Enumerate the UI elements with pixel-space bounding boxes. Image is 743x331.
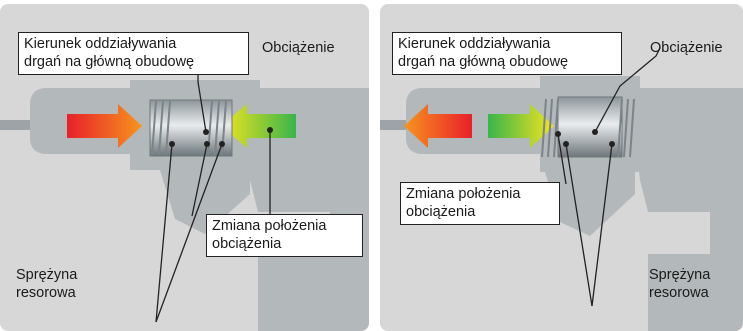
position-change-label-line-2: obciążenia: [406, 204, 476, 220]
vibration-direction-arrow: [404, 104, 472, 148]
spring-label-line-2: resorowa: [16, 285, 76, 301]
spring-coils: [541, 98, 635, 158]
position-change-label-box: Zmiana położenia obciążenia: [400, 182, 560, 225]
vibration-direction-arrow: [67, 104, 142, 148]
spring-label: Sprężyna resorowa: [16, 266, 77, 302]
load-position-arrow: [488, 104, 554, 148]
spring-label: Sprężyna resorowa: [649, 266, 710, 302]
vibration-direction-label-line-2: drgań na główną obudowę: [24, 54, 195, 70]
vibration-direction-label-line-1: Kierunek oddziaływania: [24, 36, 177, 52]
position-change-label-line-1: Zmiana położenia: [212, 218, 327, 234]
position-change-label-line-2: obciążenia: [212, 236, 282, 252]
leader-lines: [557, 47, 661, 307]
vibration-direction-label-box: Kierunek oddziaływania drgań na główną o…: [392, 32, 622, 75]
vibration-direction-label-line-1: Kierunek oddziaływania: [398, 36, 551, 52]
load-position-arrow: [221, 104, 296, 148]
vibration-direction-label-box: Kierunek oddziaływania drgań na główną o…: [18, 32, 249, 75]
left-diagram-panel: Kierunek oddziaływania drgań na główną o…: [0, 4, 369, 331]
load-cylinder: [557, 96, 623, 158]
spring-label-line-2: resorowa: [649, 285, 709, 301]
right-diagram-panel: Kierunek oddziaływania drgań na główną o…: [380, 4, 743, 331]
position-change-label-line-1: Zmiana położenia: [406, 186, 521, 202]
load-label: Obciążenie: [262, 40, 335, 56]
spring-label-line-1: Sprężyna: [649, 267, 711, 283]
vibration-direction-label-line-2: drgań na główną obudowę: [398, 54, 569, 70]
spring-label-line-1: Sprężyna: [16, 267, 78, 283]
load-label: Obciążenie: [650, 40, 723, 56]
position-change-label-box: Zmiana położenia obciążenia: [206, 214, 363, 257]
